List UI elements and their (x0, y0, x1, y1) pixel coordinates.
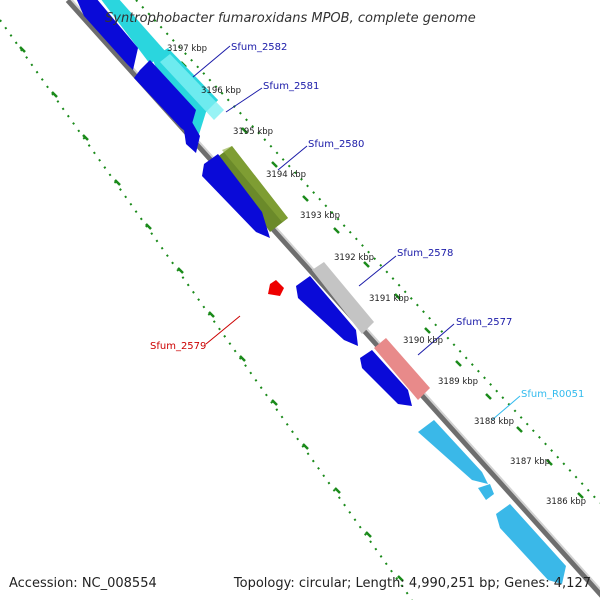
leader-sfum-2582 (192, 45, 231, 78)
gene-label-sfum-2580[interactable]: Sfum_2580 (308, 139, 364, 150)
gene-label-sfum-2577[interactable]: Sfum_2577 (456, 317, 512, 328)
gene-label-sfum-r0051[interactable]: Sfum_R0051 (521, 389, 584, 400)
gene-salmon[interactable] (374, 338, 430, 400)
gene-blue-lower-a[interactable] (296, 276, 358, 346)
kbp-label-3193: 3193 kbp (300, 211, 340, 221)
outer-dotted-track (135, 0, 600, 504)
leader-sfum-2581 (225, 87, 263, 113)
accession-text: Accession: NC_008554 (9, 576, 157, 591)
outer-ticks (180, 61, 584, 499)
kbp-label-3191: 3191 kbp (369, 294, 409, 304)
gene-blue-mid[interactable] (202, 154, 270, 238)
gene-skyblue-b[interactable] (496, 504, 566, 584)
gene-olive[interactable] (216, 146, 288, 232)
kbp-label-3186: 3186 kbp (546, 497, 586, 507)
gene-skyblue-arrow[interactable] (478, 484, 494, 500)
map-title: Syntrophobacter fumaroxidans MPOB, compl… (105, 11, 476, 26)
gene-cyan-top-b[interactable] (152, 48, 218, 141)
leader-sfum-2580 (277, 145, 308, 171)
kbp-label-3189: 3189 kbp (438, 377, 478, 387)
kbp-label-3194: 3194 kbp (266, 170, 306, 180)
gene-cyan-top-c[interactable] (160, 54, 224, 120)
leader-sfum-2579 (205, 315, 241, 345)
kbp-label-3192: 3192 kbp (334, 253, 374, 263)
gene-blue-top-b[interactable] (134, 60, 196, 134)
gene-label-sfum-2581[interactable]: Sfum_2581 (263, 81, 319, 92)
kbp-label-3196: 3196 kbp (201, 86, 241, 96)
leader-sfum-2578 (358, 255, 397, 287)
kbp-label-3195: 3195 kbp (233, 127, 273, 137)
gene-gray[interactable] (312, 262, 374, 334)
gene-blue-top-c[interactable] (184, 122, 200, 153)
gene-label-sfum-2582[interactable]: Sfum_2582 (231, 42, 287, 53)
kbp-label-3190: 3190 kbp (403, 336, 443, 346)
gene-label-sfum-2579[interactable]: Sfum_2579 (150, 341, 206, 352)
gene-blue-top-a[interactable] (76, 0, 138, 70)
gene-blue-lower-b[interactable] (360, 350, 412, 406)
leader-sfum-2577 (417, 323, 455, 356)
gene-skyblue-a[interactable] (418, 420, 488, 484)
kbp-label-3197: 3197 kbp (167, 44, 207, 54)
kbp-label-3187: 3187 kbp (510, 457, 550, 467)
gene-cyan-top-a[interactable] (100, 0, 166, 64)
genome-summary-text: Topology: circular; Length: 4,990,251 bp… (233, 576, 591, 591)
gene-label-sfum-2578[interactable]: Sfum_2578 (397, 248, 453, 259)
inner-dotted-track (0, 19, 413, 600)
inner-ticks (19, 46, 404, 582)
gene-red-small[interactable] (268, 280, 284, 296)
gene-olive-highlight[interactable] (222, 146, 288, 222)
kbp-label-3188: 3188 kbp (474, 417, 514, 427)
leader-sfum-r0051 (491, 395, 521, 421)
